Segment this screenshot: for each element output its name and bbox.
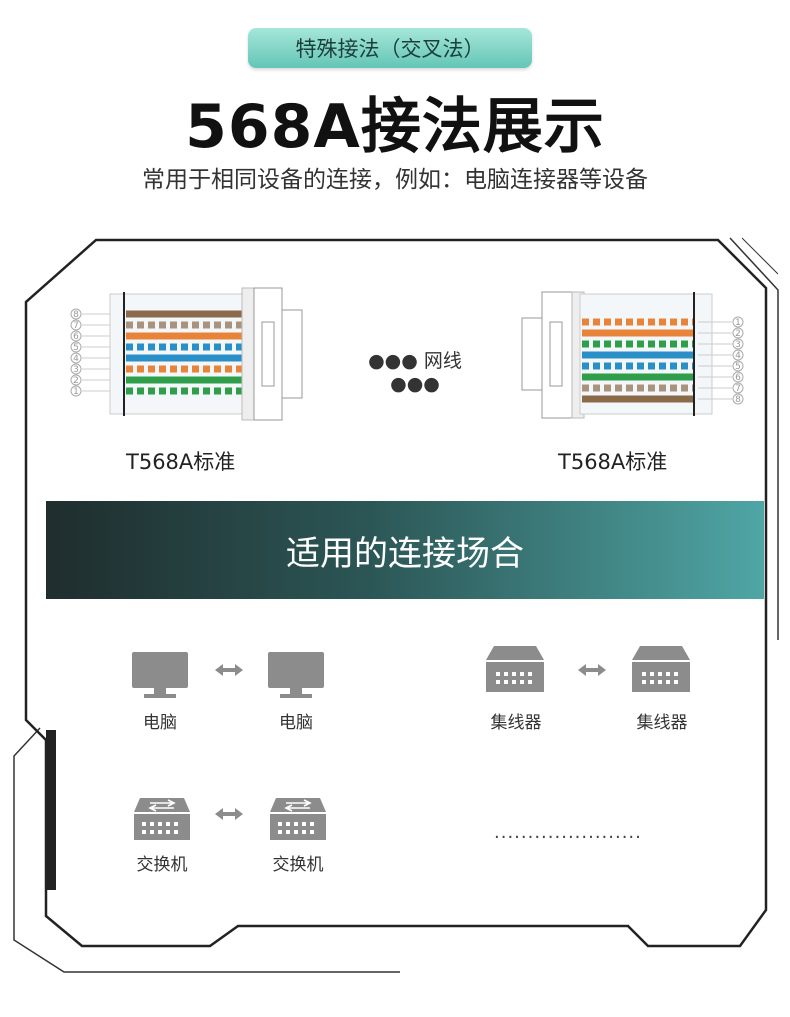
device-label-pc-b: 电脑 bbox=[279, 713, 313, 733]
right-pin-7: 7 bbox=[735, 384, 741, 394]
left-pin-8: 8 bbox=[73, 310, 79, 320]
section-title: 适用的连接场合 bbox=[286, 533, 524, 574]
header-badge-text: 特殊接法（交叉法） bbox=[295, 37, 485, 61]
right-pin-8: 8 bbox=[735, 395, 741, 405]
device-label-switch-b: 交换机 bbox=[272, 855, 324, 875]
card-frame bbox=[13, 237, 779, 973]
hub-icon bbox=[486, 646, 544, 692]
right-rj45-connector: 1 2 3 4 5 6 7 8 bbox=[521, 291, 744, 419]
right-pin-5: 5 bbox=[735, 362, 741, 372]
double-arrow-icon bbox=[578, 664, 606, 676]
double-arrow-icon bbox=[215, 808, 243, 820]
double-arrow-icon bbox=[215, 664, 243, 676]
left-pin-7: 7 bbox=[73, 321, 79, 331]
left-pin-1: 1 bbox=[73, 387, 79, 397]
device-label-switch-a: 交换机 bbox=[136, 855, 188, 875]
hub-icon bbox=[632, 646, 690, 692]
left-pin-6: 6 bbox=[73, 332, 79, 342]
right-pin-2: 2 bbox=[735, 329, 741, 339]
switch-icon bbox=[270, 798, 326, 840]
cable-dots-right: ●●● bbox=[390, 373, 440, 395]
right-pin-3: 3 bbox=[735, 340, 741, 350]
left-rj45-connector: 8 7 6 5 4 3 2 1 bbox=[70, 287, 303, 421]
right-standard-label: T568A标准 bbox=[558, 450, 668, 474]
section-banner: 适用的连接场合 bbox=[46, 501, 764, 599]
cable-label: ●●● 网线 ●●● bbox=[352, 346, 478, 395]
header-badge: 特殊接法（交叉法） bbox=[248, 28, 532, 68]
device-label-hub-b: 集线器 bbox=[636, 713, 688, 733]
more-devices-ellipsis: ...................... bbox=[494, 822, 642, 843]
device-label-pc-a: 电脑 bbox=[143, 713, 177, 733]
left-standard-label: T568A标准 bbox=[126, 450, 236, 474]
left-pin-3: 3 bbox=[73, 365, 79, 375]
computer-icon bbox=[132, 652, 188, 698]
switch-icon bbox=[134, 798, 190, 840]
page-subtitle: 常用于相同设备的连接，例如：电脑连接器等设备 bbox=[142, 167, 648, 193]
computer-icon bbox=[268, 652, 324, 698]
left-pin-4: 4 bbox=[73, 354, 79, 364]
left-pin-5: 5 bbox=[73, 343, 79, 353]
device-label-hub-a: 集线器 bbox=[490, 713, 542, 733]
left-pin-2: 2 bbox=[73, 376, 79, 386]
cable-label-text: 网线 bbox=[423, 350, 462, 372]
page-title: 568A接法展示 bbox=[185, 92, 605, 162]
right-pin-6: 6 bbox=[735, 373, 741, 383]
cable-dots-left: ●●● bbox=[368, 350, 424, 372]
right-pin-1: 1 bbox=[735, 318, 741, 328]
right-pin-4: 4 bbox=[735, 351, 741, 361]
